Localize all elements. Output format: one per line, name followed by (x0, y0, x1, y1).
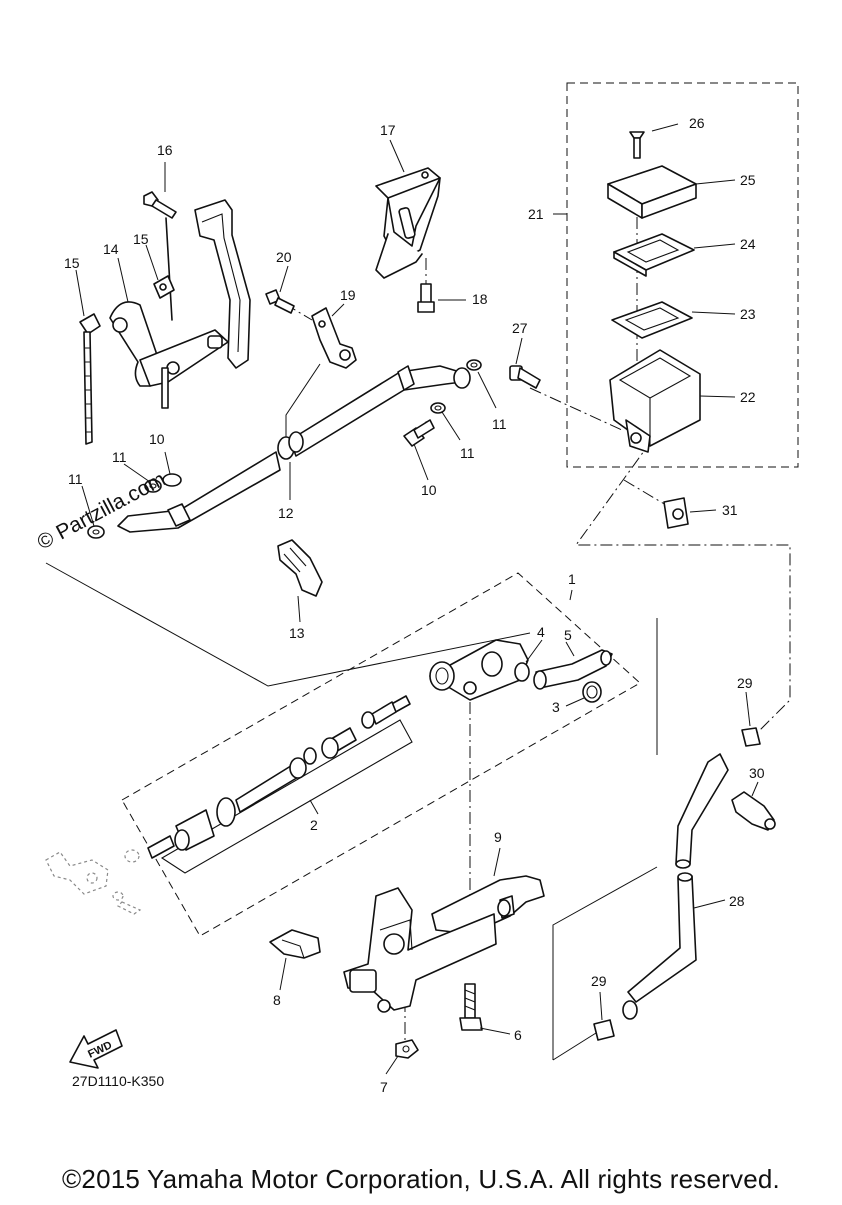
clamps-29 (593, 727, 761, 1041)
piston-kit-2 (147, 695, 411, 859)
nut-7 (395, 1039, 419, 1059)
pushrod-clevis (45, 849, 142, 915)
callout-1: 1 (568, 571, 576, 587)
master-cylinder-body (429, 639, 529, 701)
callout-13: 13 (289, 625, 305, 641)
bolt-27 (509, 365, 541, 389)
bracket-17 (375, 167, 441, 279)
callout-18: 18 (472, 291, 488, 307)
reservoir-hose-28 (622, 753, 729, 1020)
oring-4 (514, 662, 530, 682)
callout-28: 28 (729, 893, 745, 909)
bolt-20 (265, 289, 295, 314)
callout-29-lower: 29 (591, 973, 607, 989)
diaphragm-plate-24 (613, 233, 695, 277)
callout-9: 9 (494, 829, 502, 845)
diaphragm-23 (611, 301, 693, 339)
partzilla-watermark: © Partzilla.com (34, 468, 170, 555)
callout-12: 12 (278, 505, 294, 521)
bracket-assembly (109, 199, 251, 409)
hose-holder-13 (277, 539, 323, 597)
callout-7: 7 (380, 1079, 388, 1095)
clamp-19 (311, 307, 357, 369)
callout-6: 6 (514, 1027, 522, 1043)
brake-hose-12 (117, 365, 471, 533)
clip-31 (663, 497, 689, 529)
callout-11-lower: 11 (68, 471, 83, 487)
callout-11-middle: 11 (112, 449, 127, 465)
piston-kit-group-box (160, 719, 413, 874)
bolt-16 (143, 191, 177, 219)
cable-tie-right (153, 275, 175, 299)
footrest-bracket (343, 887, 497, 1013)
callout-5: 5 (564, 627, 572, 643)
reservoir-cap-25 (607, 165, 697, 219)
cable-tie-left (79, 313, 101, 445)
clip-30 (731, 791, 776, 831)
callout-19: 19 (340, 287, 356, 303)
callout-3: 3 (552, 699, 560, 715)
callout-22: 22 (740, 389, 756, 405)
callout-21: 21 (528, 206, 544, 222)
callout-11-upper: 11 (460, 445, 475, 461)
union-bolts-10 (162, 419, 435, 487)
reservoir-22 (609, 349, 701, 453)
bolt-6 (459, 983, 483, 1031)
callout-31: 31 (722, 502, 738, 518)
callout-11-upper-right: 11 (492, 416, 507, 432)
fwd-arrow-icon: FWD (69, 1029, 123, 1069)
holder-8 (269, 929, 321, 959)
callout-14: 14 (103, 241, 119, 257)
callout-15-right: 15 (133, 231, 149, 247)
master-cylinder-group-box (121, 572, 641, 937)
callout-8: 8 (273, 992, 281, 1008)
leader-lines (75, 123, 759, 1075)
callout-10-lower: 10 (149, 431, 165, 447)
callout-10-upper: 10 (421, 482, 437, 498)
callout-15-left: 15 (64, 255, 80, 271)
hose-joint-5 (533, 649, 613, 690)
callout-16: 16 (157, 142, 173, 158)
washers-11 (87, 359, 482, 539)
callout-27: 27 (512, 320, 528, 336)
callout-25: 25 (740, 172, 756, 188)
callout-20: 20 (276, 249, 292, 265)
callout-labels: 16 17 14 15 15 20 19 18 11 11 10 12 13 1… (64, 115, 765, 1095)
callout-23: 23 (740, 306, 756, 322)
callout-4: 4 (537, 624, 545, 640)
callout-24: 24 (740, 236, 756, 252)
reservoir-group-box (553, 82, 799, 468)
circlip-3 (582, 681, 602, 703)
callout-2: 2 (310, 817, 318, 833)
diagram-code: 27D1110-K350 (72, 1073, 164, 1089)
assembly-centerlines (45, 195, 791, 1061)
callout-17: 17 (380, 122, 396, 138)
screw-26 (629, 131, 645, 159)
copyright-notice: ©2015 Yamaha Motor Corporation, U.S.A. A… (62, 1164, 780, 1194)
callout-30: 30 (749, 765, 765, 781)
bolt-18 (417, 283, 435, 313)
callout-29-upper: 29 (737, 675, 753, 691)
callout-26: 26 (689, 115, 705, 131)
